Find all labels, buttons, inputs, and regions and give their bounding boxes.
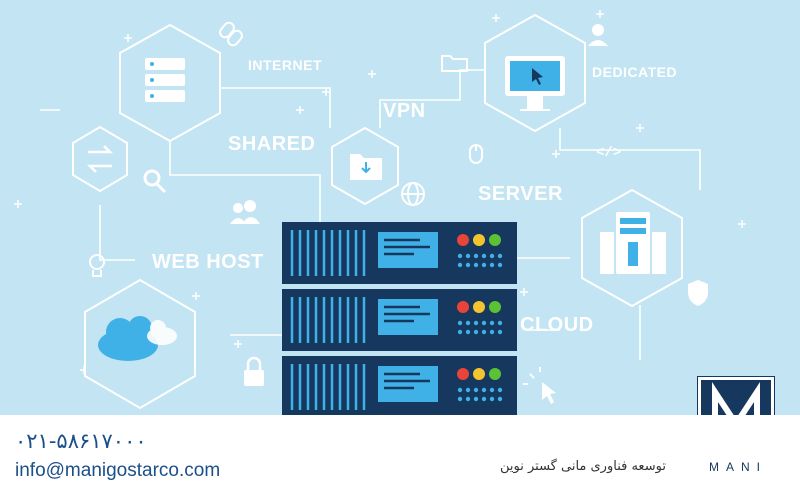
- label-server: SERVER: [478, 183, 563, 205]
- support-agent-icon: [588, 24, 608, 46]
- vpn-hexagon: [331, 126, 399, 206]
- refresh-hexagon: [72, 125, 128, 193]
- tower-server-icon: [600, 212, 666, 274]
- label-web-host: WEB HOST: [152, 251, 264, 273]
- code-icon: </>: [596, 145, 621, 161]
- users-icon: [230, 200, 260, 224]
- lightbulb-icon: [89, 254, 105, 277]
- chain-link-icon: [219, 21, 243, 47]
- connector-lines: [40, 69, 701, 360]
- server-unit: [282, 356, 517, 415]
- magnifier-icon: [143, 169, 167, 194]
- label-internet: INTERNET: [248, 57, 322, 73]
- server-rack-hexagon: [119, 23, 221, 143]
- folder-icon: [441, 55, 468, 72]
- brand-name: MANI: [709, 460, 767, 474]
- email-address: info@manigostarco.com: [15, 460, 221, 481]
- label-cloud: CLOUD: [520, 314, 594, 336]
- shield-icon: [688, 280, 708, 306]
- phone-number: ۰۲۱-۵۸۶۱۷۰۰۰: [15, 429, 147, 453]
- cloud-hexagon: [84, 278, 196, 410]
- contact-footer: ۰۲۱-۵۸۶۱۷۰۰۰ info@manigostarco.com توسعه…: [0, 415, 800, 500]
- cursor-click-icon: [523, 367, 556, 404]
- monitor-cursor-icon: [505, 56, 565, 111]
- tower-server-hexagon: [581, 188, 683, 308]
- server-unit: [282, 222, 517, 284]
- label-vpn: VPN: [383, 100, 426, 122]
- refresh-arrows-icon: [86, 145, 114, 173]
- label-dedicated: DEDICATED: [592, 64, 678, 80]
- server-unit: [282, 289, 517, 351]
- cloud-icon: [98, 316, 158, 361]
- lock-icon: [244, 356, 264, 386]
- label-shared: SHARED: [228, 133, 316, 155]
- dedicated-hexagon: [484, 13, 586, 133]
- server-rack-icon: [145, 58, 185, 102]
- globe-icon: [401, 182, 425, 206]
- server-stack: [282, 222, 517, 415]
- company-name: توسعه فناوری مانی گستر نوین: [500, 459, 666, 474]
- network-diagram: </>: [14, 10, 746, 415]
- hosting-illustration: </>: [0, 0, 800, 415]
- mouse-icon: [469, 144, 483, 164]
- folder-download-icon: [350, 154, 382, 180]
